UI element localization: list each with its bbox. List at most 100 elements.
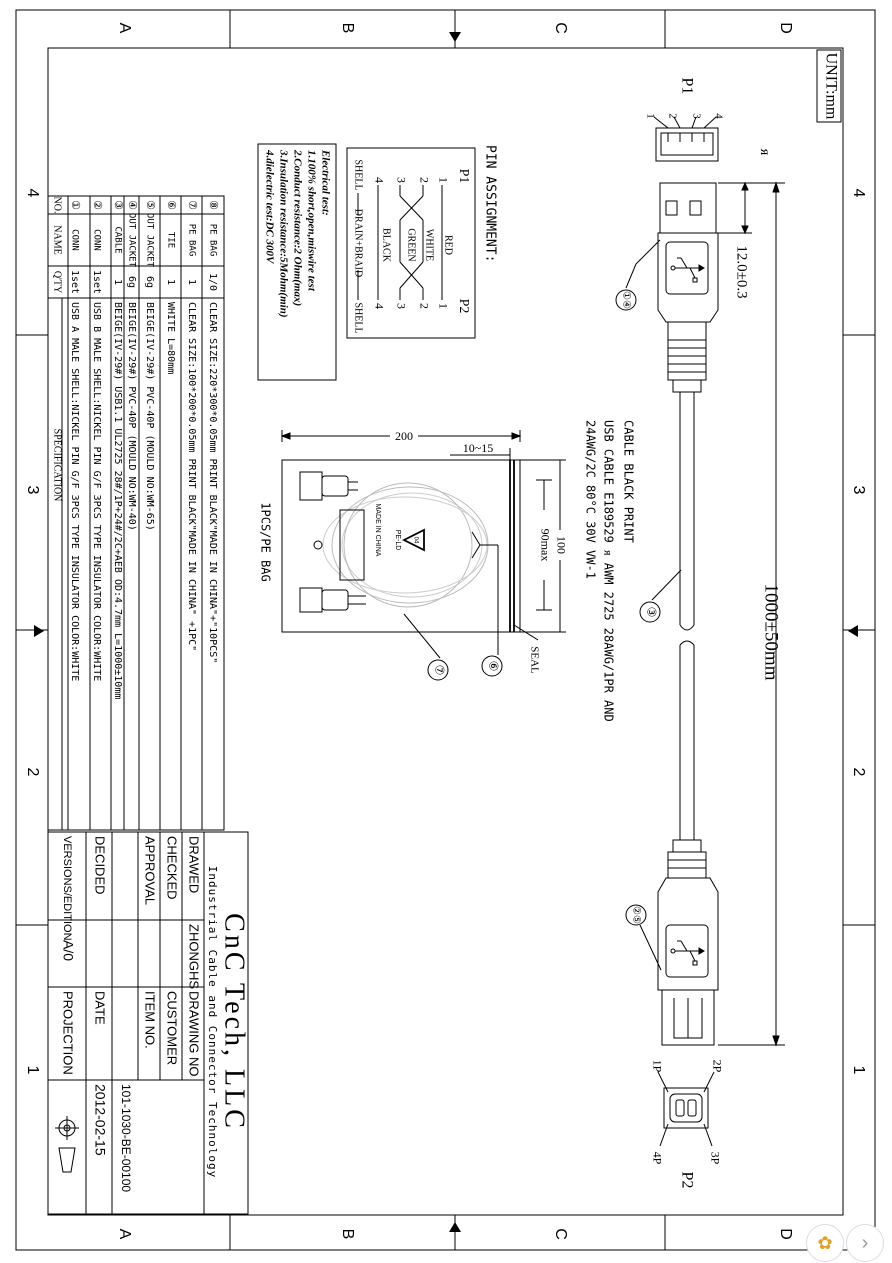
dimension-length-label: 1000±50mm (761, 584, 782, 681)
ul-mark: ᴙ (757, 149, 772, 156)
cable-body (679, 392, 695, 840)
cable-print-line-1: CABLE BLACK PRINT (622, 420, 636, 543)
pin-assignment-title: PIN ASSIGNMENT: (483, 145, 498, 262)
electrical-test-line-1: 1.100% short,open,miswire test (305, 150, 317, 292)
bag-seal: SEAL (528, 646, 540, 674)
zone-right-2: 2 (850, 768, 867, 777)
usb-b-metal-shell (661, 989, 715, 1046)
spec-row-7-spec: USB B MALE SHELL:NICKEL PIN G/F 3PCS TYP… (91, 302, 102, 681)
spec-row-3-no: ⑥ (165, 200, 178, 210)
viewer-logo-icon: ✿ (817, 1232, 833, 1253)
callout-7-label: ⑦ (432, 665, 446, 676)
spec-row-7-name: CONN (92, 229, 102, 251)
p1-pin-3: 3 (690, 113, 702, 119)
callout-14-label: ①④ (621, 291, 632, 309)
zone-left-3: 3 (24, 486, 41, 495)
pin-row-4-wire: BLACK (381, 228, 392, 263)
p1-pin-1: 1 (644, 113, 656, 119)
zone-top-c: C (552, 22, 569, 34)
spec-row-1-qty: 1/0 (207, 273, 218, 291)
spec-row-3-spec: WHITE L=80mm (165, 302, 176, 374)
drawed-value: ZHONGHS (187, 924, 202, 989)
spec-header-specification: SPECIFICATION (52, 429, 63, 502)
pin-row-2-wire: WHITE (424, 229, 435, 261)
zone-right-3: 3 (850, 486, 867, 495)
spec-row-6-spec: BEIGE(IV-29#) USB1.1 UL2725 28#/1P+24#/2… (112, 302, 123, 699)
callout-7 (427, 659, 449, 681)
spec-header-name: NAME (52, 225, 63, 254)
bag-dim-100: 100 (554, 536, 568, 554)
zone-top-b: B (339, 23, 356, 34)
viewer-logo-button[interactable]: ✿ (806, 1224, 844, 1262)
date-label: DATE (93, 991, 108, 1025)
callout-3 (639, 601, 661, 623)
company-subtitle: Industrial Cable and Connector Technolog… (206, 866, 219, 1179)
spec-header-no: NO. (52, 197, 63, 214)
projection-label: PROJECTION (61, 991, 76, 1075)
chevron-right-icon: › (861, 1231, 869, 1254)
spec-row-3-qty: 1 (165, 279, 176, 285)
cable-print-line-3: 24AWG/2C 80°C 30V VW-1 (584, 420, 598, 579)
item-no-label: ITEM NO. (143, 991, 158, 1049)
spec-row-2-spec: CLEAR SIZE:100*200*0.05mm PRINT BLACK"MA… (186, 302, 197, 651)
dimension-width-label: 12.0±0.3 (734, 245, 750, 298)
spec-row-4-spec: BEIGE(IV-29#) PVC-40P (MOULD NO:WM-65) (144, 302, 155, 531)
center-arrow-right (848, 625, 858, 637)
center-arrow-bottom (449, 1222, 461, 1232)
title-block (47, 831, 249, 1215)
pin-row-3-wire: GREEN (406, 228, 417, 261)
spec-row-2-name: PE BAG (187, 224, 197, 257)
zone-top-a: A (116, 23, 133, 34)
spec-row-6-no: ③ (112, 200, 125, 210)
pin-row-5-wire: DRAIN+BRAID (353, 209, 364, 277)
electrical-test-line-3: 3.Insulation resistance:5Mohm(min) (277, 149, 289, 317)
bag-dim-90: 90max (538, 529, 552, 562)
drawed-label: DRAWED (187, 836, 202, 893)
spec-row-5-qty: 6g (126, 276, 137, 288)
usb-a-overmold (657, 232, 719, 323)
spec-row-8-no: ① (69, 200, 82, 210)
p2-pin-2p: 2P (710, 1060, 724, 1073)
pin-row-3-right: 3 (394, 303, 408, 309)
p2-pin-3p: 3P (708, 1152, 722, 1165)
zone-bottom-b: B (339, 1229, 356, 1240)
usb-b-overmold (657, 877, 719, 991)
spec-row-6-name: CABLE (113, 226, 123, 253)
pin-row-2-right: 2 (417, 303, 431, 309)
callout-6-label: ⑥ (486, 661, 500, 672)
version-value: A/0 (60, 940, 76, 961)
spec-row-1-name: PE BAG (208, 224, 218, 257)
pin-row-4-right: 4 (372, 303, 386, 309)
spec-row-4-no: ⑤ (144, 200, 157, 210)
strain-relief-a (667, 339, 707, 393)
p2-label: P2 (678, 1172, 695, 1189)
pin-right-header: P2 (456, 299, 471, 314)
center-arrow-left (34, 625, 44, 637)
pe-bag-drawing: 200 10~15 100 90max (259, 429, 568, 681)
electrical-test-title: Electrical test: (319, 149, 331, 216)
callout-25 (625, 904, 647, 926)
p2-face (663, 1087, 709, 1129)
pin-row-5-left: SHELL (353, 159, 364, 190)
dimension-width (718, 181, 752, 235)
next-page-button[interactable]: › (846, 1224, 884, 1262)
callout-14 (615, 289, 637, 311)
p2-pin-1p: 1P (650, 1060, 664, 1073)
p1-pin-2: 2 (666, 113, 678, 119)
spec-row-5-no: ④ (126, 200, 139, 210)
checked-label: CHECKED (165, 836, 180, 900)
spec-header-qty: Q'TY (52, 271, 63, 293)
spec-row-7-qty: 1set (91, 270, 102, 294)
company-name: CnC Tech, LLC (219, 913, 250, 1131)
recycle-icon (401, 528, 425, 552)
projection-symbol-icon (55, 1116, 79, 1173)
cable-assembly: P1 1 2 3 4 ᴙ (584, 78, 785, 1189)
electrical-test-box: Electrical test: 1.100% short,open,miswi… (257, 143, 337, 381)
zone-bottom-a: A (116, 1229, 133, 1240)
zone-top-d: D (777, 22, 794, 34)
bag-pe-number: 04 (412, 537, 418, 544)
bag-pe-ld: PE-LD (394, 530, 401, 551)
bag-label: 1PCS/PE BAG (259, 502, 273, 581)
unit-label: UNIT:mm (822, 53, 839, 120)
zone-right-4: 4 (850, 189, 867, 198)
